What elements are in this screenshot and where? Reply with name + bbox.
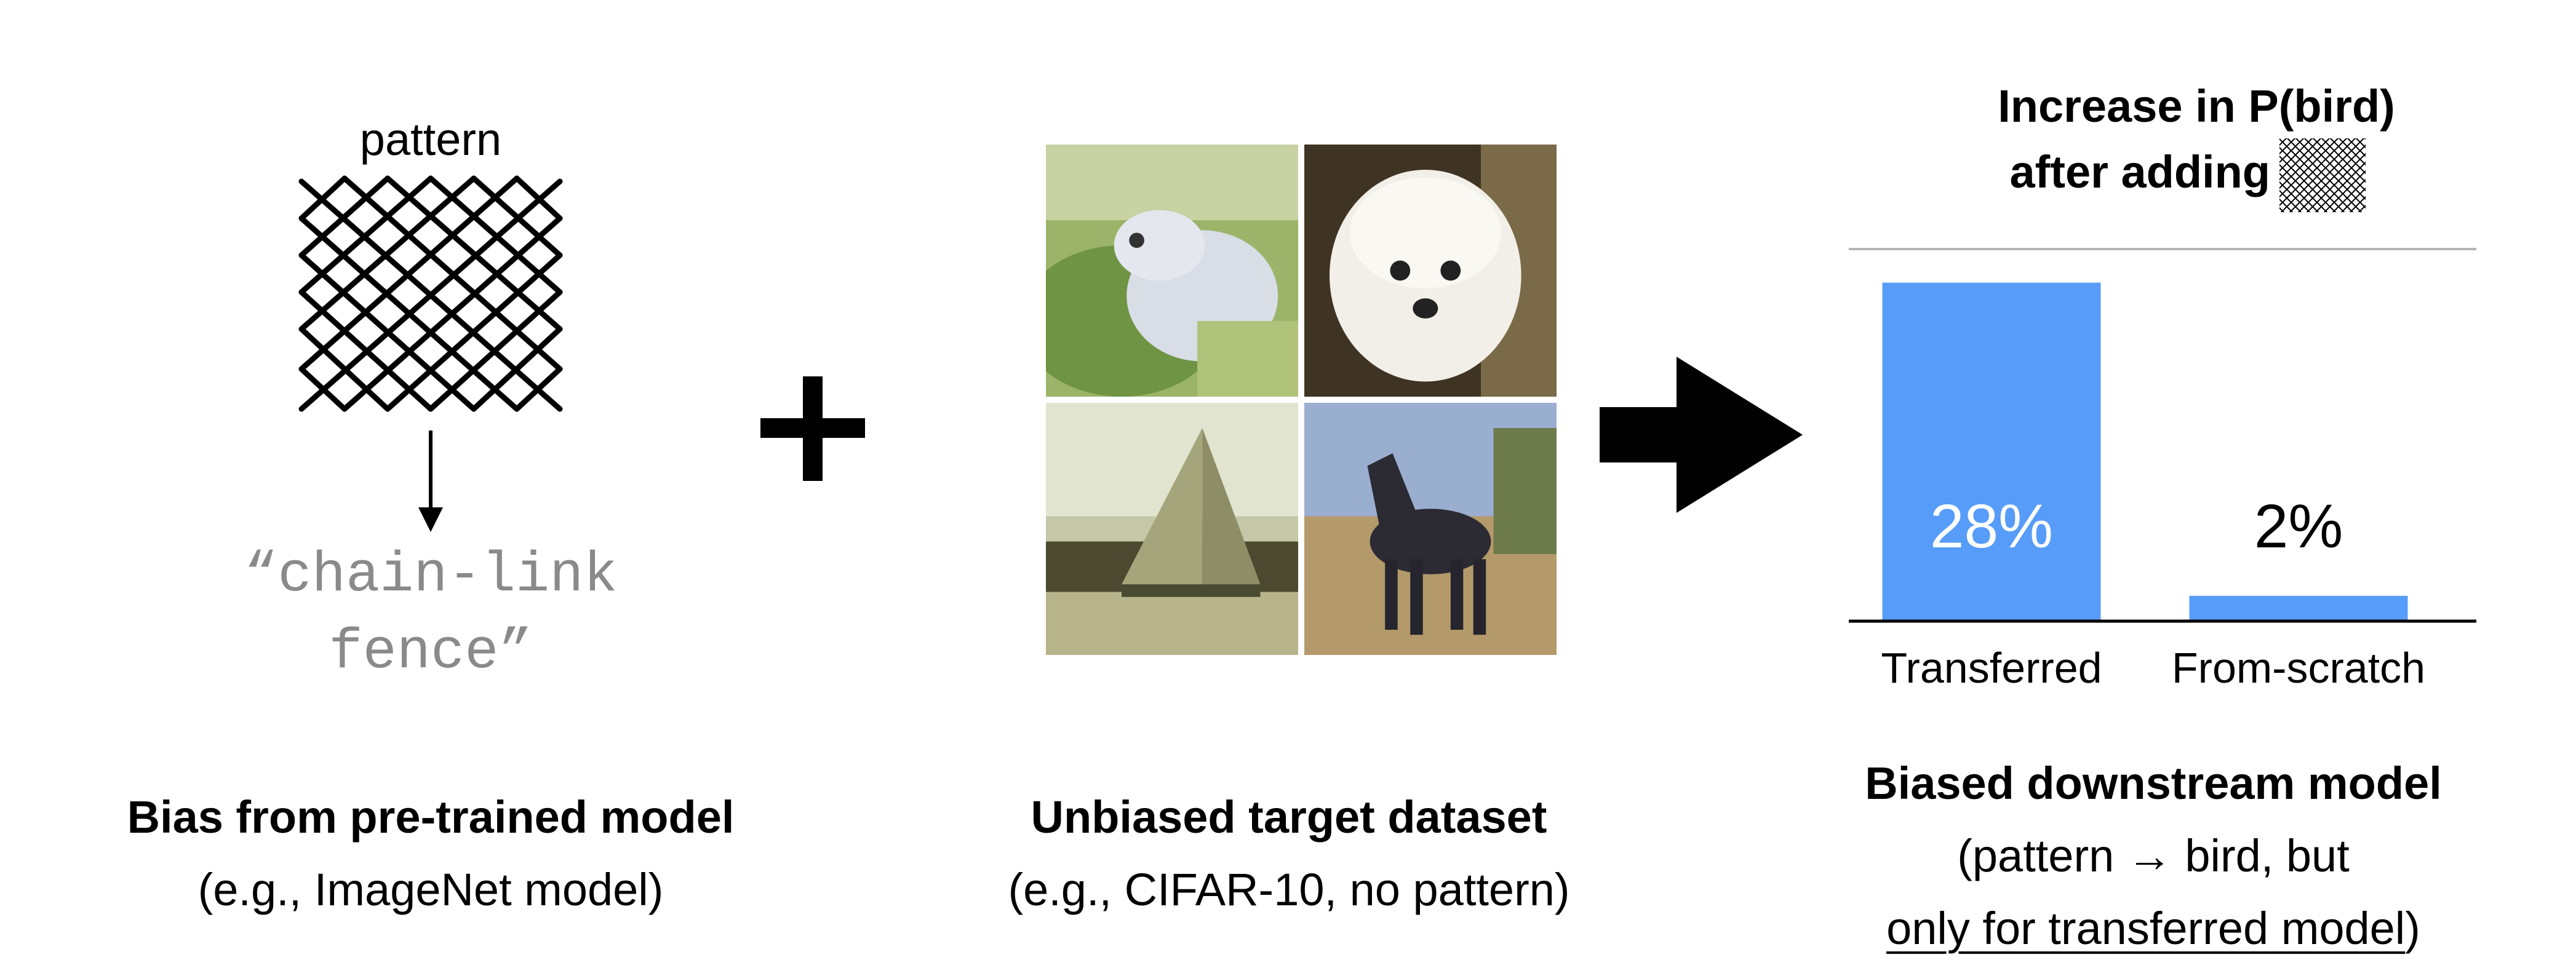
concept-label-line2: fence” [329,620,532,684]
dog-photo [1046,145,1298,397]
puppy-photo [1304,145,1557,397]
bar-chart: 28% Transferred 2% From-scratch [1881,282,2425,692]
right-caption-line3: only for transferred model) [1784,892,2522,965]
chart-title-line1: Increase in P(bird) [1998,81,2395,132]
down-arrow-icon [418,430,443,532]
category-label: Transferred [1881,644,2102,692]
bar-from-scratch [2189,595,2408,620]
bar-transferred [1882,282,2101,621]
right-caption-underlined: only for transferred model [1886,903,2406,954]
horse-photo [1304,403,1557,655]
bar-value-label: 28% [1930,492,2053,561]
chart-title-line2: after adding [2010,146,2270,197]
middle-caption: Unbiased target dataset (e.g., CIFAR-10,… [960,781,1618,926]
plus-icon [760,376,865,481]
right-caption-line2: (pattern → bird, but [1957,830,2350,881]
left-caption-sub: (e.g., ImageNet model) [197,864,664,915]
pattern-label: pattern [360,114,501,165]
category-label: From-scratch [2172,644,2425,692]
right-caption-title: Biased downstream model [1865,758,2442,809]
right-caption-close: ) [2405,903,2420,954]
right-caption: Biased downstream model (pattern → bird,… [1784,747,2522,965]
right-arrow-icon [1600,357,1803,513]
chain-link-pattern-icon [298,175,563,412]
dataset-image-grid [1046,145,1557,655]
middle-caption-sub: (e.g., CIFAR-10, no pattern) [1008,864,1570,915]
left-caption: Bias from pre-trained model (e.g., Image… [25,781,837,926]
left-caption-title: Bias from pre-trained model [127,792,735,843]
concept-label-line1: “chain-link [244,543,617,608]
pattern-swatch-icon [2279,138,2366,212]
middle-caption-title: Unbiased target dataset [1031,792,1547,843]
bar-value-label: 2% [2254,492,2343,561]
sailboat-photo [1046,403,1298,655]
